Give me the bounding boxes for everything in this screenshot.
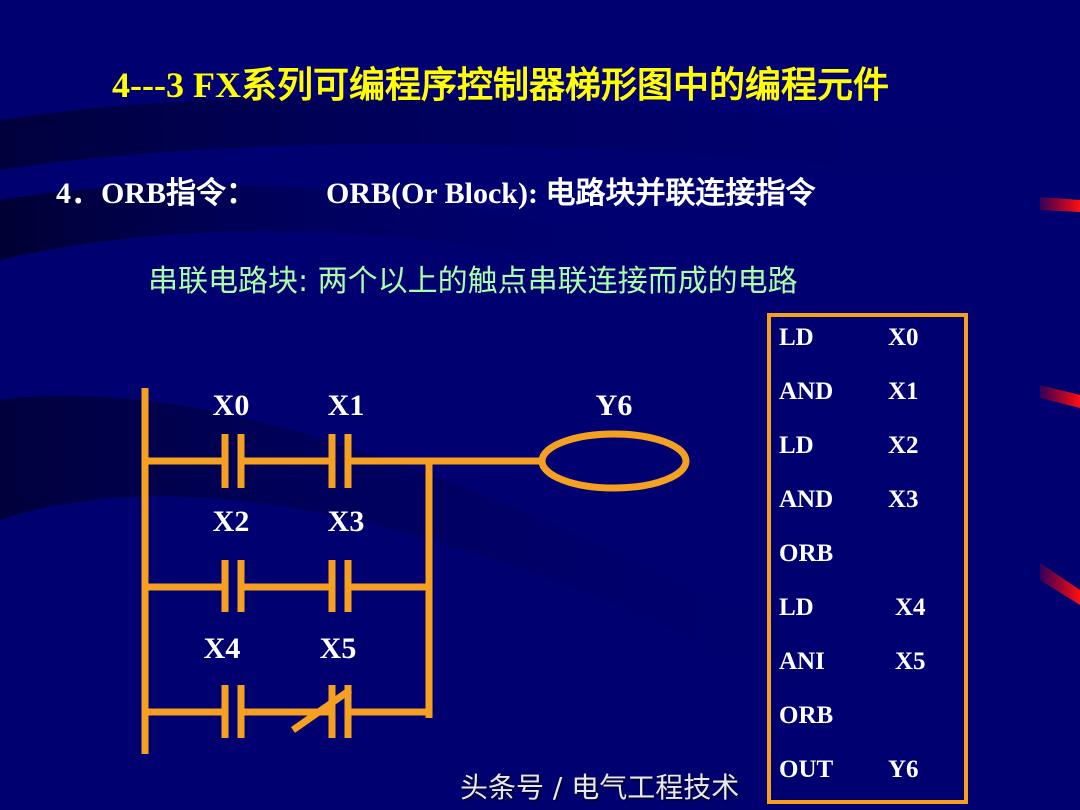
red-accent (1040, 563, 1080, 605)
label-x0: X0 (212, 389, 250, 422)
red-accent (1040, 385, 1080, 408)
instruction-op: AND (779, 486, 834, 513)
instruction-operand: X3 (888, 486, 919, 513)
instruction-op: LD (779, 432, 814, 459)
normally-closed-slash (290, 687, 353, 733)
label-y6: Y6 (595, 389, 633, 422)
label-x3: X3 (327, 505, 365, 538)
coil-y6 (538, 430, 690, 492)
instruction-op: ORB (779, 702, 834, 729)
instruction-op: ANI (779, 648, 825, 675)
series-block-definition: 串联电路块: 两个以上的触点串联连接而成的电路 (148, 264, 798, 299)
rung-1 (145, 430, 690, 492)
instruction-operand: X1 (888, 378, 919, 405)
label-x1: X1 (327, 389, 365, 422)
instruction-operand: X2 (888, 432, 919, 459)
instruction-op: OUT (779, 756, 834, 783)
rung-3 (145, 685, 432, 738)
label-x4: X4 (203, 632, 241, 665)
instruction-op: AND (779, 378, 834, 405)
watermark: 头条号 / 电气工程技术 (460, 771, 740, 804)
instruction-heading: 4．ORB指令： ORB(Or Block): 电路块并联连接指令 (56, 168, 815, 212)
instruction-number: 4．ORB指令： (56, 177, 257, 210)
label-x2: X2 (212, 505, 250, 538)
instruction-operand: X4 (895, 594, 926, 621)
red-accent (1040, 197, 1080, 212)
rung-2 (145, 560, 432, 612)
instruction-operand: Y6 (888, 756, 919, 783)
slide-title: 4---3 FX系列可编程序控制器梯形图中的编程元件 (112, 65, 889, 105)
label-x5: X5 (319, 632, 357, 665)
instruction-op: LD (779, 594, 814, 621)
instruction-operand: X5 (895, 648, 926, 675)
instruction-op: ORB (779, 540, 834, 567)
instruction-description: ORB(Or Block): 电路块并联连接指令 (326, 177, 816, 210)
instruction-list (767, 313, 968, 804)
instruction-op: LD (779, 324, 814, 351)
instruction-operand: X0 (888, 324, 919, 351)
